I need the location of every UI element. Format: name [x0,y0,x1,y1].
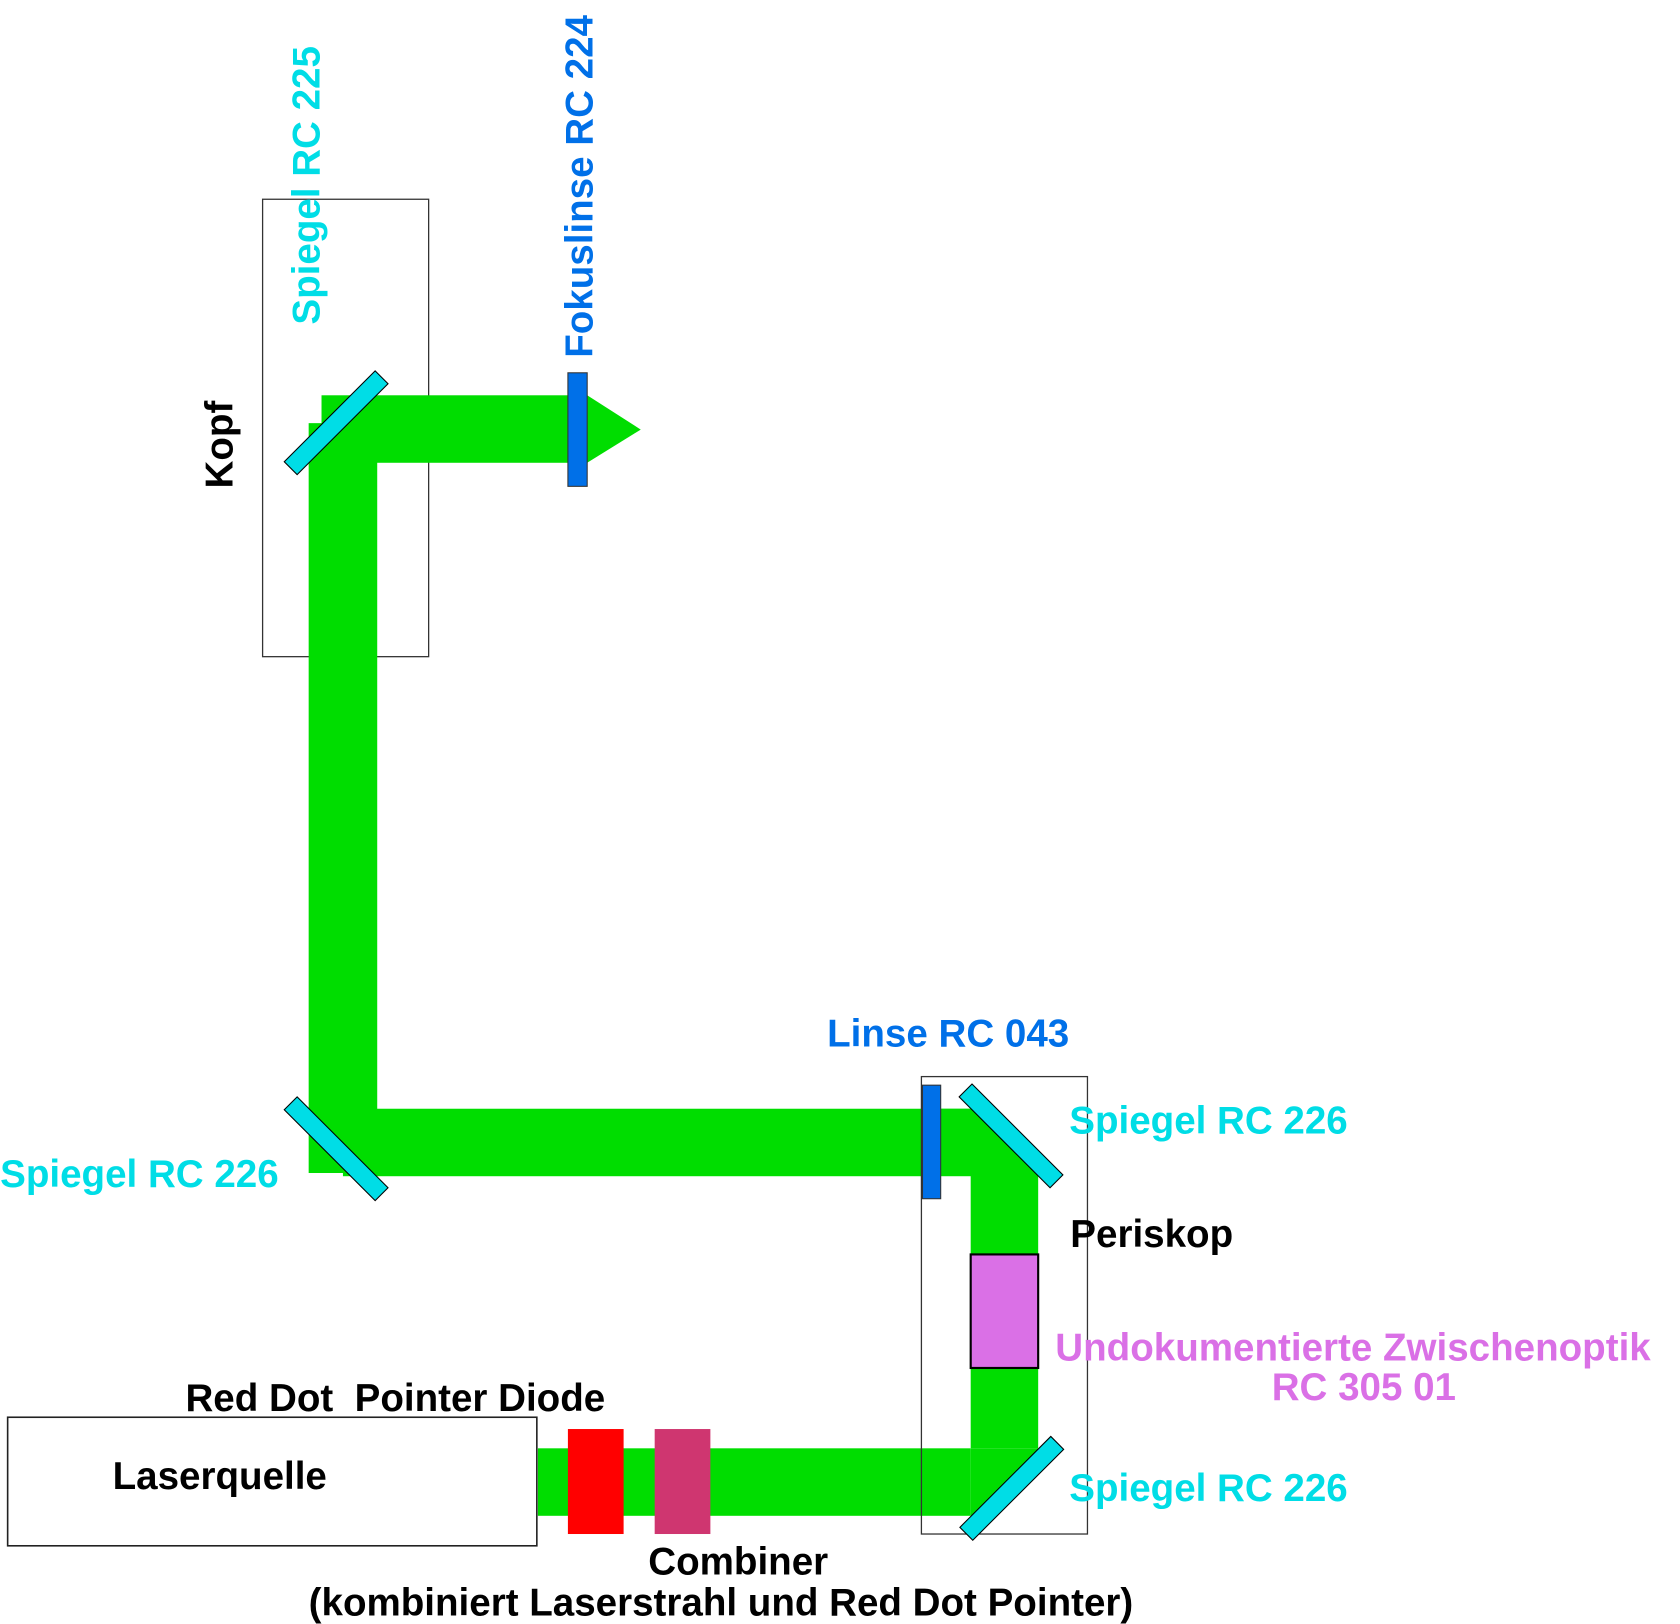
label-zwischenoptik: Undokumentierte Zwischenoptik [1055,1326,1651,1369]
mirror-rc226-right-top [958,1083,1064,1189]
mirror-rc226-right-bottom [959,1435,1065,1541]
label-spiegel-rc226-left: Spiegel RC 226 [0,1153,279,1196]
combiner [654,1429,711,1535]
label-spiegel-rc226-right-bottom: Spiegel RC 226 [1069,1467,1348,1510]
label-kopf: Kopf [199,401,242,489]
label-spiegel-rc225: Spiegel RC 225 [285,46,328,325]
lens-rc043 [921,1084,942,1200]
label-periskop: Periskop [1070,1213,1233,1256]
label-spiegel-rc226-right-top: Spiegel RC 226 [1069,1099,1348,1142]
red-dot-diode [567,1429,624,1535]
label-laserquelle: Laserquelle [113,1455,327,1498]
label-zwischenoptik-rc: RC 305 01 [1272,1366,1456,1409]
label-combiner-description: (kombiniert Laserstrahl und Red Dot Poin… [309,1581,1134,1624]
label-fokuslinse-rc224: Fokuslinse RC 224 [559,14,602,357]
intermediate-optic-rc30501 [969,1253,1040,1370]
label-combiner: Combiner [648,1541,828,1584]
laser-source-box [6,1416,538,1547]
mirror-rc225 [283,370,389,476]
label-red-dot-pointer-diode: Red Dot Pointer Diode [185,1377,605,1420]
mirror-rc226-left [283,1096,389,1202]
label-linse-rc043: Linse RC 043 [827,1013,1069,1056]
laser-beam [308,395,1039,1516]
periskop-box [920,1075,1089,1535]
lens-fokuslinse-rc224 [567,372,588,487]
